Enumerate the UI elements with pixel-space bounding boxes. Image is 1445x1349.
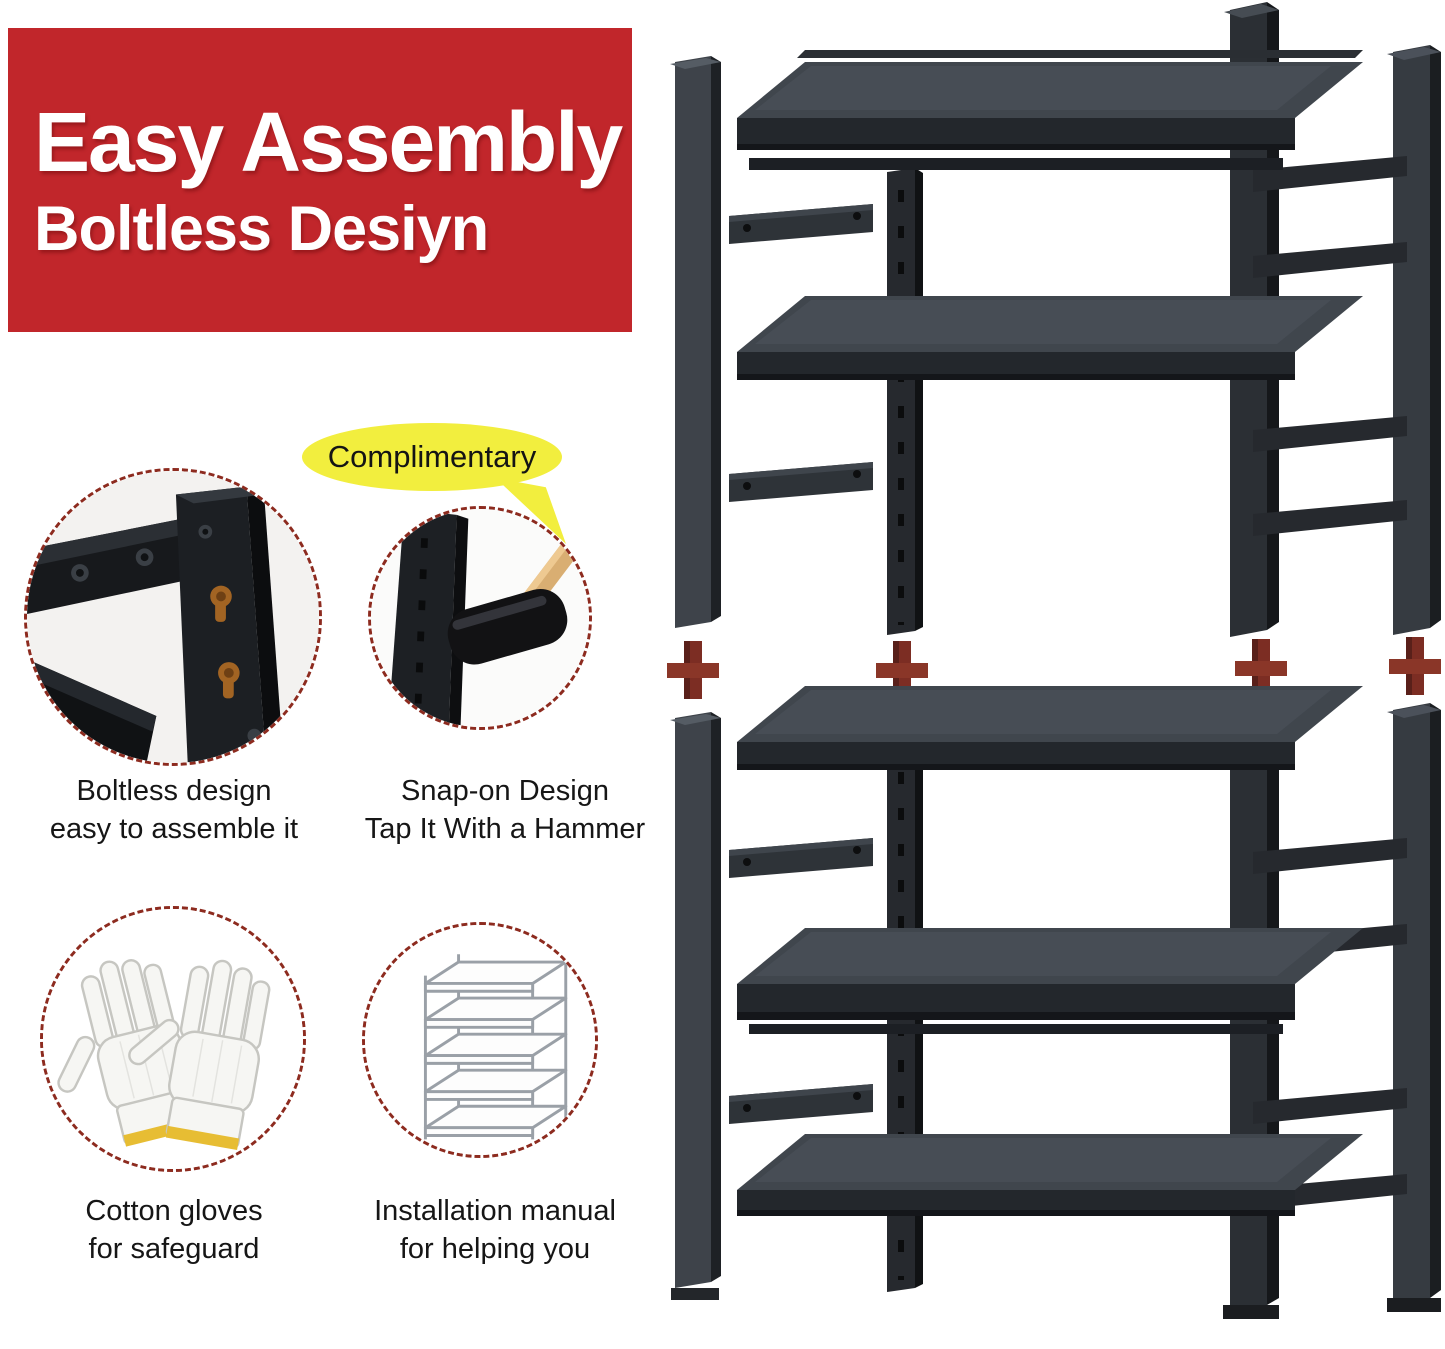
connector-icon (1389, 637, 1441, 695)
promo-banner: Easy Assembly Boltless Desiyn (8, 28, 632, 332)
upper-shelf-assembly (670, 2, 1441, 637)
shelf-board (737, 50, 1363, 170)
caption-gloves-line2: for safeguard (88, 1233, 260, 1265)
bubble-label: Complimentary (327, 439, 537, 474)
shelf-board (737, 1134, 1363, 1216)
caption-manual: Installation manual for helping you (325, 1192, 665, 1268)
detached-post (670, 712, 721, 1300)
caption-hammer: Snap-on Design Tap It With a Hammer (335, 772, 675, 848)
installation-manual-illustration (365, 925, 595, 1155)
side-beam (729, 838, 873, 878)
shelf-exploded-view-illustration (667, 2, 1441, 1319)
lower-shelf-assembly (670, 686, 1441, 1319)
caption-gloves: Cotton gloves for safeguard (14, 1192, 334, 1268)
caption-boltless-line1: Boltless design (76, 775, 272, 807)
side-braces (1253, 156, 1407, 536)
caption-manual-line1: Installation manual (374, 1195, 616, 1227)
slotted-upright (887, 168, 923, 635)
caption-boltless: Boltless design easy to assemble it (14, 772, 334, 848)
callout-circle-manual (362, 922, 598, 1158)
caption-gloves-line1: Cotton gloves (85, 1195, 263, 1227)
connector-icon (1235, 639, 1287, 697)
shelf-board (737, 686, 1363, 770)
caption-hammer-line2: Tap It With a Hammer (364, 813, 646, 845)
connector-icon (667, 641, 719, 699)
side-beam (729, 462, 873, 502)
callout-circle-hammer (368, 506, 592, 730)
connector-icon (876, 641, 928, 699)
side-beam (729, 204, 873, 244)
caption-boltless-line2: easy to assemble it (49, 813, 299, 845)
shelf-board (737, 296, 1363, 380)
boltless-keyhole-closeup-photo (27, 471, 319, 763)
side-beam (729, 1084, 873, 1124)
banner-subheadline: Boltless Desiyn (34, 193, 489, 264)
mallet-head (447, 588, 568, 665)
snap-connectors (667, 637, 1441, 699)
detached-post (670, 56, 721, 628)
caption-manual-line2: for helping you (399, 1233, 591, 1265)
rubber-mallet-photo (371, 509, 589, 727)
cotton-gloves-photo (43, 909, 303, 1169)
shelf-board (737, 928, 1363, 1034)
caption-hammer-line1: Snap-on Design (401, 775, 609, 807)
banner-headline: Easy Assembly (34, 94, 623, 189)
callout-circle-boltless (24, 468, 322, 766)
complimentary-speech-bubble: Complimentary (302, 423, 562, 491)
callout-circle-gloves (40, 906, 306, 1172)
